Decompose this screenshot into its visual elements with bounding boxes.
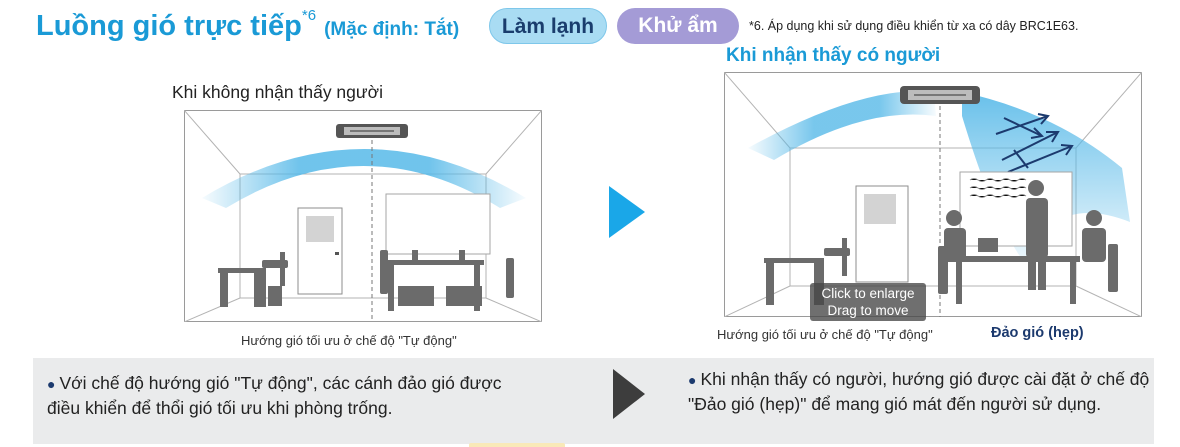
ac-unit-icon: [336, 124, 408, 138]
bullet-icon: ●: [688, 372, 697, 388]
left-note: ●Với chế độ hướng gió "Tự động", các cán…: [47, 371, 517, 420]
left-note-text: Với chế độ hướng gió "Tự động", các cánh…: [47, 373, 502, 418]
bullet-icon: ●: [47, 376, 56, 392]
page-title: Luồng gió trực tiếp*6 (Mặc định: Tắt): [36, 7, 460, 43]
zoom-overlay-drag: Drag to move: [827, 303, 909, 318]
zoom-overlay-enlarge: Click to enlarge: [821, 286, 915, 301]
occupied-room-illustration[interactable]: [724, 72, 1142, 317]
footnote: *6. Áp dụng khi sử dụng điều khiển từ xa…: [749, 19, 1079, 33]
swing-arrows-icon: [995, 113, 1074, 173]
title-text: Luồng gió trực tiếp: [36, 10, 302, 42]
left-caption: Hướng gió tối ưu ở chế độ "Tự động": [241, 333, 457, 348]
description-band: [33, 358, 1154, 444]
play-triangle-icon: [609, 186, 645, 238]
desk-chairs-icon: [218, 250, 514, 311]
zoom-overlay[interactable]: Click to enlarge Drag to move: [810, 283, 926, 321]
empty-room-illustration[interactable]: [184, 110, 542, 322]
swing-narrow-label: Đảo gió (hẹp): [991, 325, 1084, 341]
scroll-tab[interactable]: [469, 443, 565, 447]
play-triangle-icon: [613, 369, 645, 419]
left-panel-heading: Khi không nhận thấy người: [172, 82, 383, 102]
right-caption: Hướng gió tối ưu ở chế độ "Tự động": [717, 327, 933, 342]
mode-dry-badge: Khử ẩm: [617, 8, 739, 44]
mode-cool-badge: Làm lạnh: [489, 8, 607, 44]
right-note: ●Khi nhận thấy có người, hướng gió được …: [688, 367, 1150, 416]
right-note-text: Khi nhận thấy có người, hướng gió được c…: [688, 369, 1150, 414]
title-footnote-mark: *6: [301, 7, 317, 25]
title-default-state: (Mặc định: Tắt): [324, 19, 460, 40]
right-panel-heading: Khi nhận thấy có người: [726, 45, 941, 66]
ac-unit-icon: [900, 86, 980, 104]
